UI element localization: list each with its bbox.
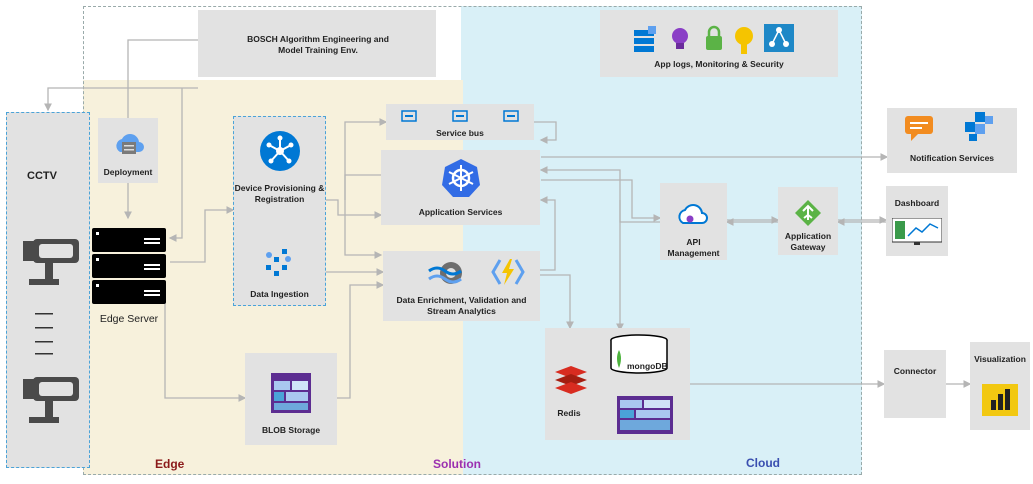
storage-icon [271, 373, 311, 413]
api-management-icon [678, 204, 708, 224]
power-bi-icon [982, 384, 1018, 416]
stream-analytics-icon [428, 262, 462, 284]
event-hub-icon [266, 249, 291, 276]
data-ingestion-label: Data Ingestion [250, 289, 309, 299]
bosch-label: BOSCH Algorithm Engineering and Model Tr… [247, 34, 389, 55]
solution-region-title: Solution [433, 457, 481, 471]
bosch-box[interactable]: BOSCH Algorithm Engineering and Model Tr… [198, 10, 436, 77]
edge-server-label: Edge Server [99, 313, 159, 325]
device-provisioning-label: Device Provisioning & Registration [234, 183, 325, 204]
lightbulb-icon [672, 28, 688, 49]
cctv-camera-icon [23, 377, 79, 423]
data-enrichment-box[interactable]: Data Enrichment, Validation and Stream A… [383, 251, 540, 321]
gateway-icon [795, 200, 821, 226]
application-services-label: Application Services [418, 207, 503, 217]
visualization-label: Visualization [974, 354, 1026, 364]
monitor-icon [634, 26, 656, 52]
deployment-label: Deployment [103, 167, 153, 177]
server-rack-icon [92, 228, 166, 304]
edge-server[interactable] [92, 228, 166, 306]
service-bus-icons [401, 110, 519, 122]
network-icon [764, 24, 794, 52]
lock-icon [706, 25, 722, 50]
app-logs-label: App logs, Monitoring & Security [654, 59, 784, 69]
cloud-region-title: Cloud [746, 456, 780, 470]
redis-icon [555, 366, 587, 394]
kubernetes-icon [442, 159, 480, 197]
visualization-box[interactable]: Visualization [970, 342, 1030, 430]
iot-hub-icon [260, 131, 300, 171]
blob-storage-label: BLOB Storage [261, 425, 321, 435]
edge-region-title: Edge [155, 457, 185, 471]
device-provisioning-box[interactable]: Device Provisioning & Registration Data … [233, 116, 326, 306]
dashboard-label: Dashboard [894, 198, 940, 208]
function-icon [491, 259, 525, 285]
notification-icon [905, 116, 933, 141]
connector-label: Connector [893, 366, 937, 376]
cctv-box[interactable]: CCTV [6, 112, 90, 468]
mongodb-leaf-icon [617, 350, 621, 368]
application-services-box[interactable]: Application Services [381, 150, 540, 225]
redis-label: Redis [557, 408, 581, 418]
mongodb-label: mongoDB [627, 361, 668, 371]
api-management-box[interactable]: API Management [660, 183, 727, 260]
storage-icon [617, 396, 673, 434]
ellipsis-lines [35, 313, 53, 355]
connector-box[interactable]: Connector [884, 350, 946, 418]
cloud-server-icon [116, 134, 144, 154]
cctv-label: CCTV [27, 170, 57, 182]
service-bus-label: Service bus [436, 128, 484, 138]
cctv-camera-icon [23, 239, 79, 285]
application-gateway-box[interactable]: Application Gateway [778, 187, 838, 255]
notification-hub-icon [965, 112, 993, 141]
dashboard-box[interactable]: Dashboard [886, 186, 948, 256]
blob-storage-box[interactable]: BLOB Storage [245, 353, 337, 445]
mongodb-cylinder [610, 334, 668, 374]
notification-services-label: Notification Services [909, 153, 995, 163]
database-box[interactable]: mongoDB Redis [545, 328, 690, 440]
key-icon [735, 27, 753, 54]
deployment-box[interactable]: Deployment [98, 118, 158, 183]
monitoring-icons [634, 24, 794, 54]
app-logs-box[interactable]: App logs, Monitoring & Security [600, 10, 838, 77]
service-bus-box[interactable]: Service bus [386, 104, 534, 140]
application-gateway-label: Application Gateway [784, 231, 832, 252]
api-management-label: API Management [667, 237, 720, 258]
data-enrichment-label: Data Enrichment, Validation and Stream A… [396, 295, 527, 316]
dashboard-icon [892, 218, 942, 245]
notification-services-box[interactable]: Notification Services [887, 108, 1017, 173]
